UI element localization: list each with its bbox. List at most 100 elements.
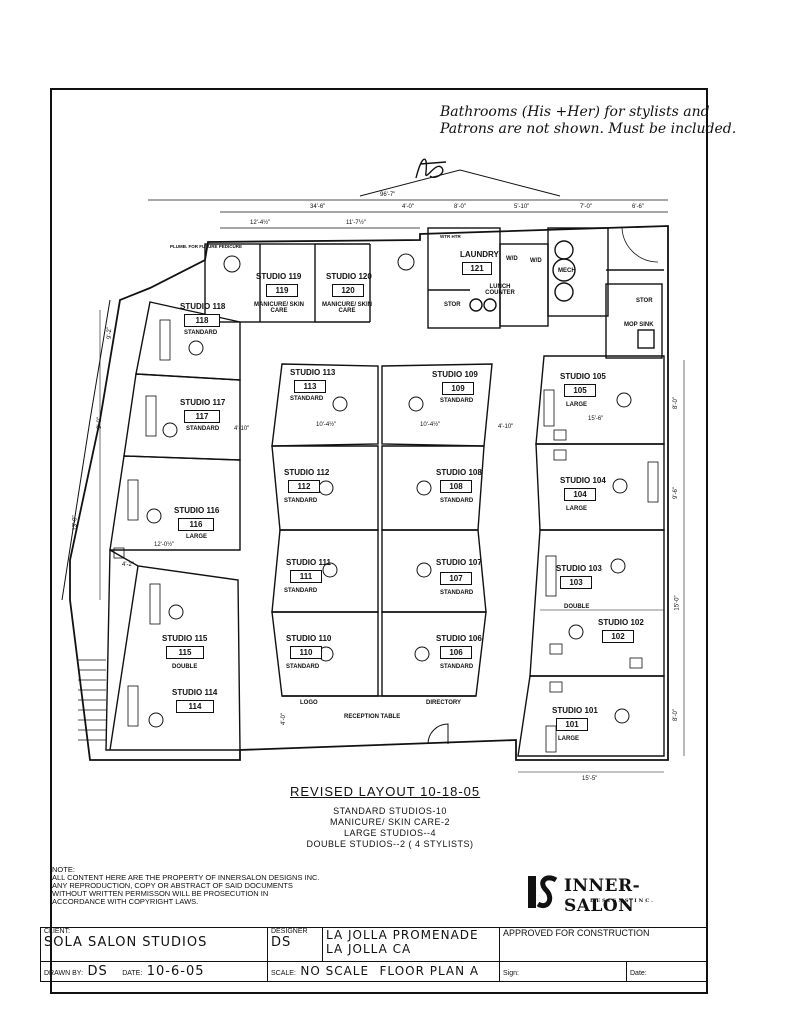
dim-side-c: 13'-0" xyxy=(72,515,79,531)
studio107-type: STANDARD xyxy=(440,590,474,596)
designer-value: DS xyxy=(271,935,292,950)
laundry-number: 121 xyxy=(462,262,492,275)
dim-corridor-left: 4'-10" xyxy=(234,426,250,432)
studio103-type: DOUBLE xyxy=(564,604,590,610)
dim-side-g: 8'-0" xyxy=(672,709,679,721)
mop-sink-label: MOP SINK xyxy=(624,322,654,328)
studio118-number: 118 xyxy=(184,314,220,327)
reception-label: RECEPTION TABLE xyxy=(344,714,401,720)
summary-large: LARGE STUDIOS--4 xyxy=(343,828,436,838)
dim-s113-width: 10'-4½" xyxy=(316,422,337,428)
laundry-title: LAUNDRY xyxy=(460,250,499,259)
studio110-number: 110 xyxy=(290,646,322,659)
project-line2: LA JOLLA CA xyxy=(326,942,412,956)
studio112-number: 112 xyxy=(288,480,320,493)
designer-label: DESIGNER xyxy=(271,928,308,935)
dim-side-d: 8'-0" xyxy=(672,397,679,409)
studio105-type: LARGE xyxy=(566,402,587,408)
sheet-value: FLOOR PLAN A xyxy=(379,964,480,978)
studio108-type: STANDARD xyxy=(440,498,474,504)
scale-value: NO SCALE xyxy=(300,964,370,978)
date-value: 10-6-05 xyxy=(146,964,205,979)
studio118-type: STANDARD xyxy=(184,330,218,336)
inner-salon-logo: INNER-SALON DESIGNS INC. xyxy=(526,872,682,916)
dim-s105-width: 15'-6" xyxy=(588,416,604,422)
studio104-type: LARGE xyxy=(566,506,587,512)
studio117-title: STUDIO 117 xyxy=(180,398,226,407)
studio103-title: STUDIO 103 xyxy=(556,564,602,573)
legal-note-heading: NOTE: xyxy=(52,865,75,874)
dim-corridor-right: 4'-10" xyxy=(498,424,514,430)
lunch-counter-label: LUNCH COUNTER xyxy=(485,284,515,296)
logo-mark-icon xyxy=(528,875,558,908)
studio119-title: STUDIO 119 xyxy=(256,272,302,281)
dim-studio120-width: 11'-7½" xyxy=(346,220,366,226)
drawn-label: DRAWN BY: xyxy=(44,970,84,977)
studio112-type: STANDARD xyxy=(284,498,318,504)
studio109-type: STANDARD xyxy=(440,398,474,404)
studio108-number: 108 xyxy=(440,480,472,493)
drawn-value: DS xyxy=(87,964,108,979)
plumb-note: PLUMB. FOR FUTURE PEDICURE xyxy=(170,244,242,249)
logo-name: INNER-SALON xyxy=(564,876,641,916)
studio116-title: STUDIO 116 xyxy=(174,506,220,515)
studio111-type: STANDARD xyxy=(284,588,318,594)
handwritten-note-line2: Patrons are not shown. Must be included. xyxy=(440,121,737,137)
studio102-number: 102 xyxy=(602,630,634,643)
studio119-type: MANICURE/ SKIN CARE xyxy=(254,302,305,314)
client-value: SOLA SALON STUDIOS xyxy=(44,935,208,950)
dim-seg-b: 5'-10" xyxy=(514,204,530,210)
project-line1: LA JOLLA PROMENADE xyxy=(326,928,479,942)
studio119-number: 119 xyxy=(266,284,298,297)
studio101-number: 101 xyxy=(556,718,588,731)
studio104-title: STUDIO 104 xyxy=(560,476,606,485)
studio120-number: 120 xyxy=(332,284,364,297)
studio117-type: STANDARD xyxy=(186,426,220,432)
studio115-title: STUDIO 115 xyxy=(162,634,208,643)
wd2-label: W/D xyxy=(530,258,542,264)
studio115-type: DOUBLE xyxy=(172,664,198,670)
stor1-label: STOR xyxy=(444,302,461,308)
dim-studio119-width: 12'-4½" xyxy=(250,220,271,226)
dim-side-f: 15'-0" xyxy=(674,595,681,611)
dim-side-e: 9'-6" xyxy=(672,487,679,499)
revision-summary: STANDARD STUDIOS-10 MANICURE/ SKIN CARE-… xyxy=(270,806,510,850)
studio109-number: 109 xyxy=(442,382,474,395)
studio112-title: STUDIO 112 xyxy=(284,468,330,477)
studio105-number: 105 xyxy=(564,384,596,397)
studio113-number: 113 xyxy=(294,380,326,393)
studio114-title: STUDIO 114 xyxy=(172,688,218,697)
logo-label: LOGO xyxy=(300,700,318,706)
sign-label: Sign: xyxy=(503,970,519,977)
studio117-number: 117 xyxy=(184,410,220,423)
studio120-type: MANICURE/ SKIN CARE xyxy=(322,302,373,314)
summary-standard: STANDARD STUDIOS-10 xyxy=(333,806,447,816)
studio111-title: STUDIO 111 xyxy=(286,558,331,567)
dim-left-corr: 4'-2" xyxy=(122,562,134,568)
studio116-number: 116 xyxy=(178,518,214,531)
handwritten-note: Bathrooms (His +Her) for stylists and Pa… xyxy=(440,104,736,138)
studio107-title: STUDIO 107 xyxy=(436,558,482,567)
dim-mid-segment: 4'-0" xyxy=(402,204,414,210)
studio118-title: STUDIO 118 xyxy=(180,302,226,311)
studio109-title: STUDIO 109 xyxy=(432,370,478,379)
directory-label: DIRECTORY xyxy=(426,700,462,706)
studio106-type: STANDARD xyxy=(440,664,474,670)
dim-seg-d: 6'-6" xyxy=(632,204,644,210)
dim-vert-mid: 4'-0" xyxy=(280,713,287,725)
drawing-sheet-border xyxy=(50,88,708,994)
studio107-number: 107 xyxy=(440,572,472,585)
dim-seg-c: 7'-0" xyxy=(580,204,592,210)
studio111-number: 111 xyxy=(290,570,322,583)
revision-title: REVISED LAYOUT 10-18-05 xyxy=(290,784,481,799)
studio113-type: STANDARD xyxy=(290,396,324,402)
dim-side-a: 9'-2" xyxy=(106,327,113,339)
dim-s109-width: 10'-4½" xyxy=(420,422,441,428)
studio110-type: STANDARD xyxy=(286,664,320,670)
studio106-number: 106 xyxy=(440,646,472,659)
logo-subtitle: DESIGNS INC. xyxy=(590,898,655,904)
studio108-title: STUDIO 108 xyxy=(436,468,482,477)
handwritten-note-line1: Bathrooms (His +Her) for stylists and xyxy=(440,104,710,120)
client-label: CLIENT: xyxy=(44,928,71,935)
